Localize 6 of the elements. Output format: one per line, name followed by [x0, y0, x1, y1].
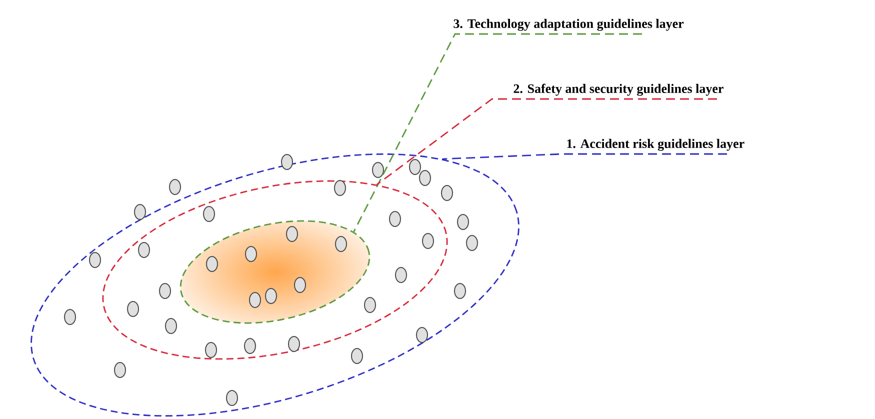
layer-label: 3. Technology adaptation guidelines layer: [454, 18, 684, 31]
leader-line: [376, 98, 717, 186]
layer-label: 2. Safety and security guidelines layer: [514, 84, 724, 96]
leader-line: [353, 33, 642, 232]
leader-line: [442, 153, 727, 160]
layer-label: 1. Accident risk guidelines layer: [567, 138, 744, 151]
